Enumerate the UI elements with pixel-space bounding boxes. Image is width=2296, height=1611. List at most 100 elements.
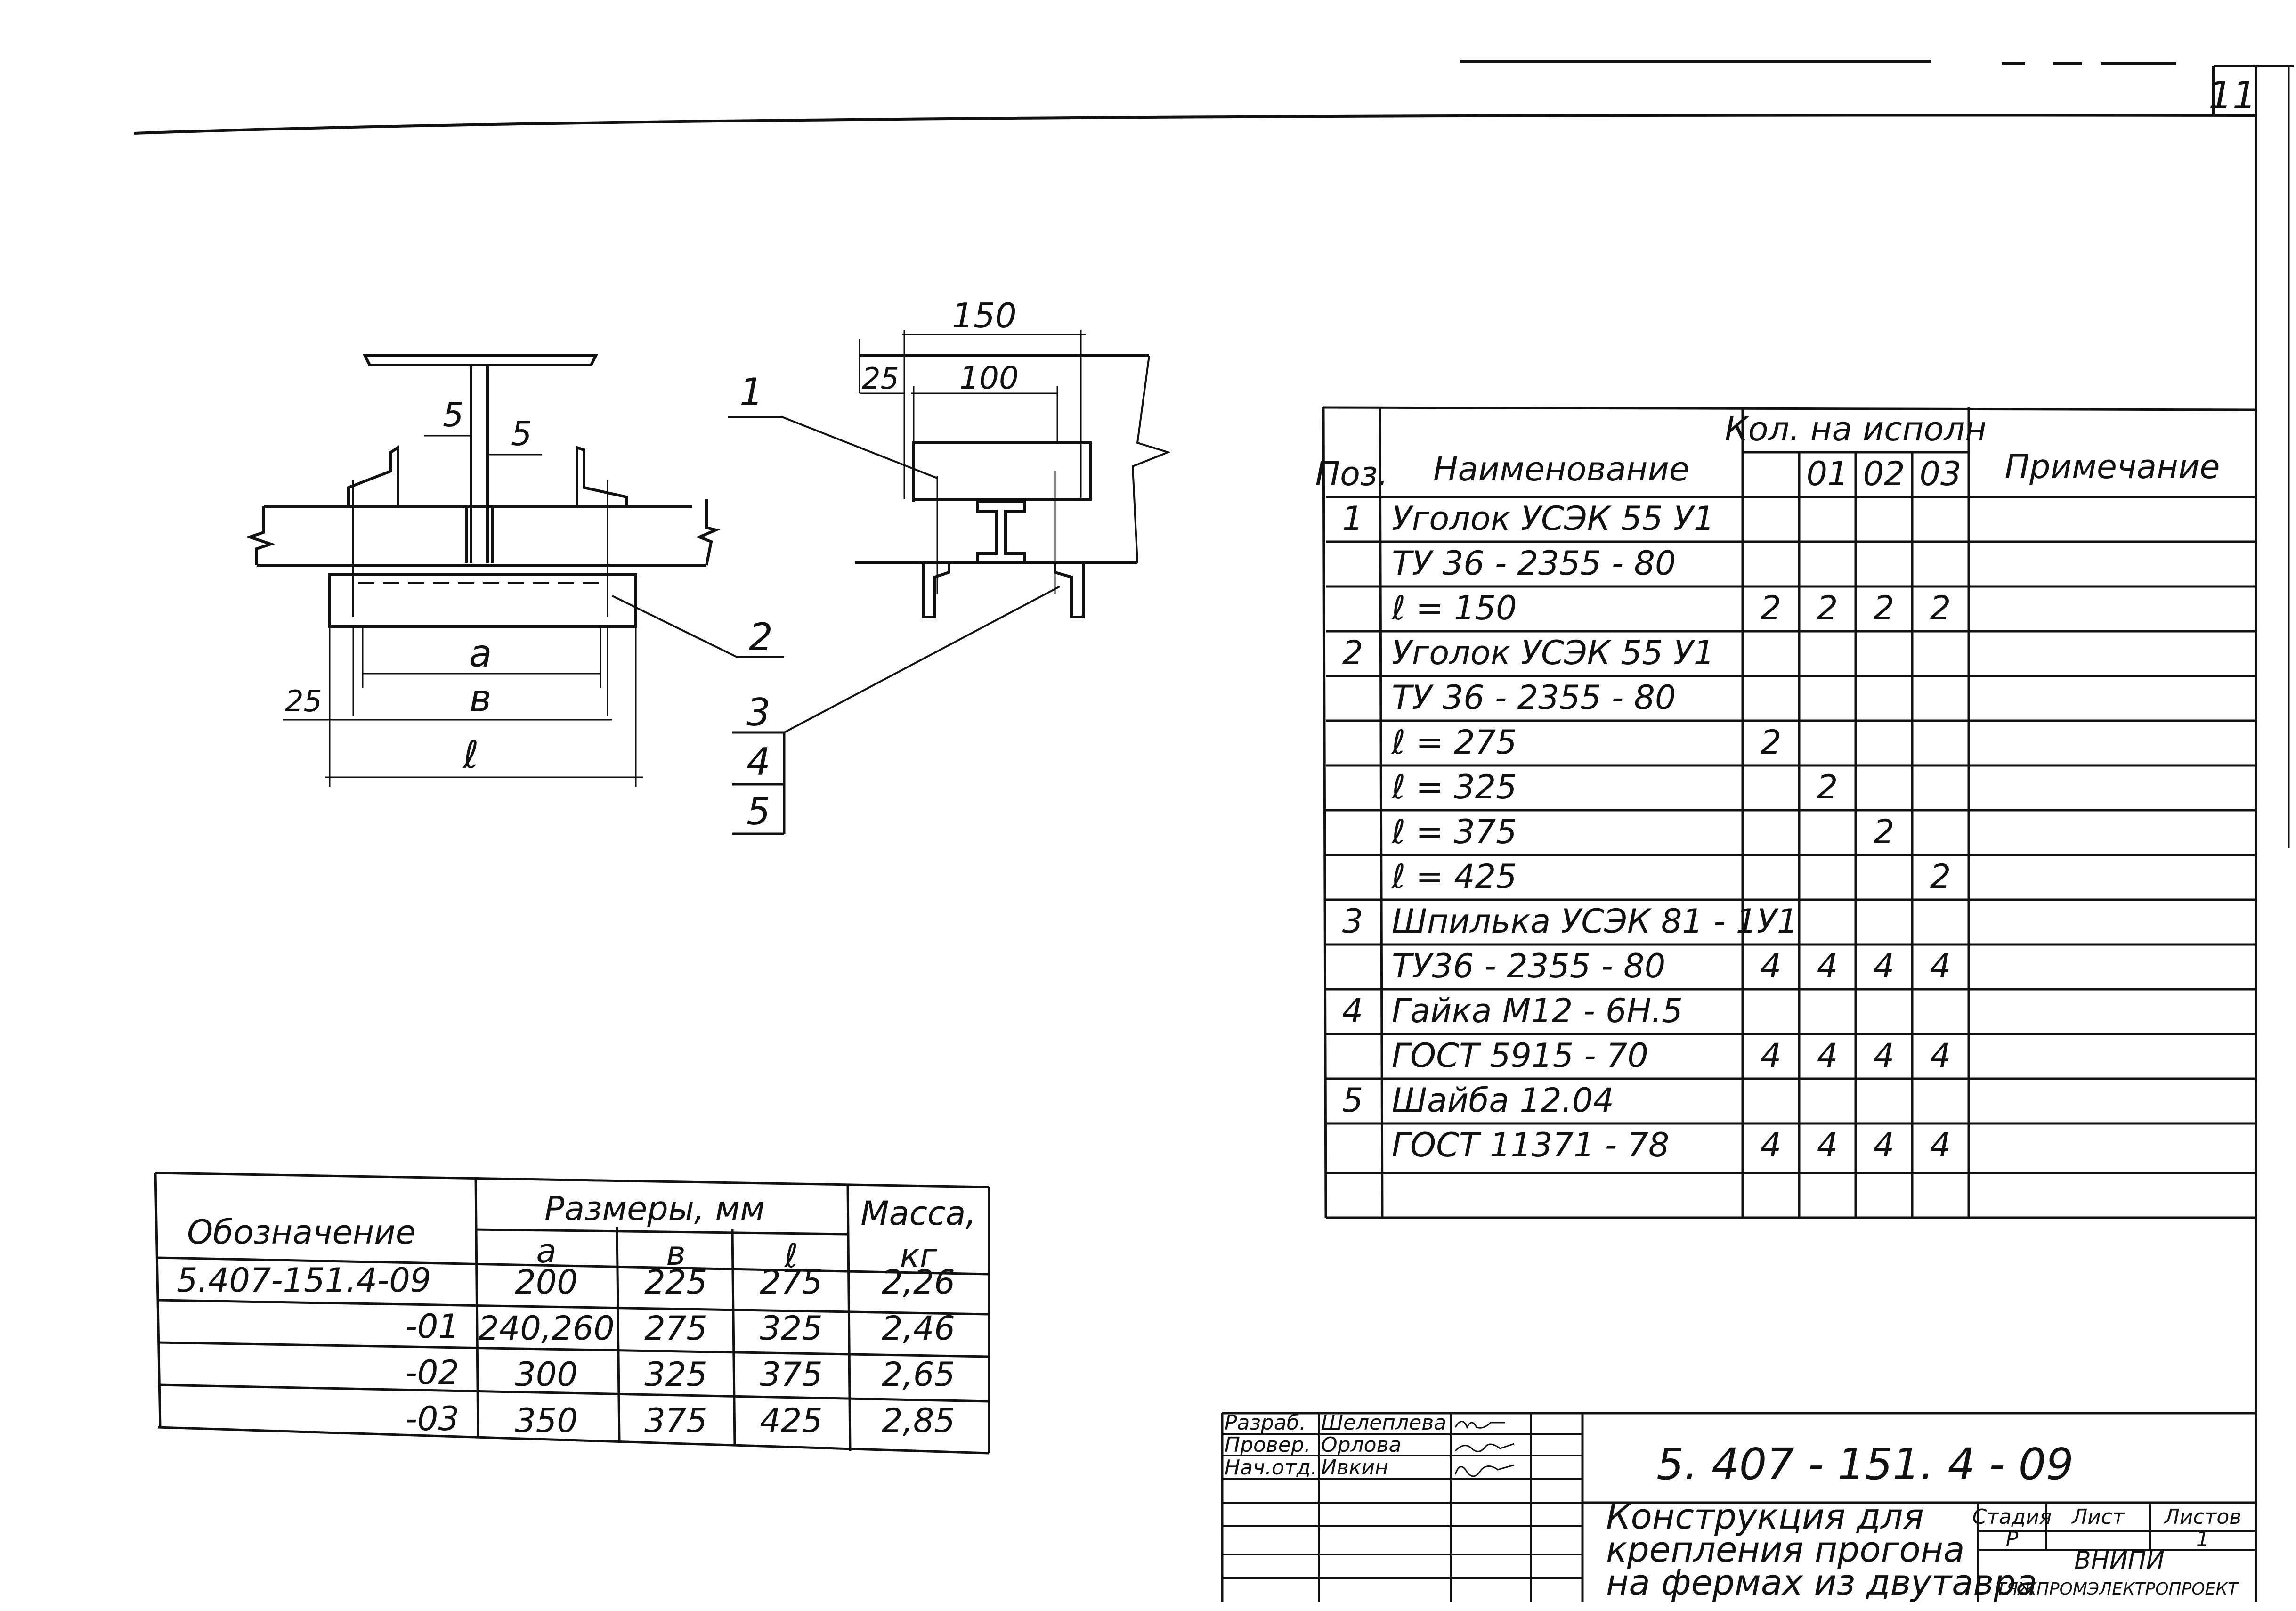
spec-header-name: Наименование [1433,450,1689,488]
dim-row-designation: -03 [406,1399,459,1438]
callout-3: 3 [746,691,771,734]
page-number: 11 [2208,73,2256,117]
spec-row-qty: 4 [1930,947,1951,985]
spec-header-qty-group: Кол. на исполн [1725,410,1987,448]
spec-row-name: ℓ = 275 [1391,723,1517,762]
spec-header-note: Примечание [2004,448,2220,486]
spec-row-name: Шпилька УСЭК 81 - 1У1 [1392,902,1798,941]
spec-row-qty: 4 [1930,1126,1951,1164]
spec-row-name: ТУ36 - 2355 - 80 [1392,947,1665,985]
sheets-value: 1 [2196,1527,2209,1551]
dim-header-designation: Обозначение [187,1213,416,1252]
spec-row-qty: 4 [1761,947,1782,985]
dim-25-left: 25 [285,684,322,718]
spec-row-name: Гайка М12 - 6Н.5 [1392,992,1683,1030]
stage-value: Р [2006,1527,2019,1551]
dim-header-sizes-group: Размеры, мм [544,1189,765,1228]
spec-row-qty: 4 [1930,1036,1951,1075]
spec-table: Поз. Наименование Кол. на исполн Примеча… [1315,410,2220,1164]
sheet-label: Лист [2071,1505,2125,1529]
signature-1 [1454,1443,1515,1452]
spec-row-qty: 4 [1761,1036,1782,1075]
spec-table-grid [1322,406,2256,1219]
spec-row-qty: 2 [1930,589,1951,627]
spec-row-qty: 2 [1874,813,1895,851]
dim-table-grid [154,1172,990,1455]
sheet-frame [134,60,2294,1602]
spec-row-pos: 3 [1342,902,1363,941]
signature-2 [1454,1464,1515,1477]
stage-label: Стадия [1972,1505,2052,1529]
spec-row-qty: 4 [1761,1126,1782,1164]
drawing-2-section [728,330,1171,618]
dim-row-a: 200 [515,1263,578,1302]
spec-row-name: ГОСТ 5915 - 70 [1392,1036,1648,1075]
spec-header-variant-1: 01 [1806,455,1848,493]
title-line-2: крепления прогона [1606,1530,1964,1570]
dim-100: 100 [959,360,1019,396]
spec-row-name: ГОСТ 11371 - 78 [1392,1126,1670,1164]
sheets-label: Листов [2163,1505,2241,1529]
spec-row-name: Уголок УСЭК 55 У1 [1392,499,1714,538]
callout-2: 2 [749,615,773,659]
spec-row-name: ℓ = 150 [1391,589,1517,627]
dim-row-designation: -02 [406,1353,459,1392]
callout-5: 5 [746,789,771,833]
dim-row-mass: 2,85 [882,1401,955,1440]
spec-row-name: ТУ 36 - 2355 - 80 [1392,678,1676,717]
dim-row-b: 275 [644,1309,707,1348]
dim-25-right: 25 [862,361,899,396]
callout-stack [732,586,1060,835]
spec-row-qty: 4 [1817,1036,1838,1075]
organization-short: ВНИПИ [2074,1546,2165,1575]
spec-row-qty: 4 [1874,1036,1895,1075]
title-line-1: Конструкция для [1606,1497,1924,1537]
spec-header-variant-2: 02 [1863,455,1905,493]
dim-5-left: 5 [443,396,464,434]
drawing-1-section [245,354,784,787]
dim-row-a: 350 [515,1401,578,1440]
spec-row-qty: 4 [1874,1126,1895,1164]
spec-row-qty: 2 [1761,589,1782,627]
signature-0 [1454,1421,1505,1429]
dim-row-b: 375 [644,1401,707,1440]
role-name-1: Орлова [1321,1433,1402,1457]
dim-l-label: ℓ [462,733,479,777]
dim-row-b: 225 [644,1263,707,1302]
dim-row-l: 275 [760,1263,823,1302]
dim-header-a: а [536,1232,557,1270]
spec-row-pos: 4 [1342,992,1363,1030]
spec-row-qty: 2 [1761,723,1782,762]
spec-header-pos: Поз. [1315,455,1388,493]
role-name-0: Шелеплева [1321,1411,1446,1435]
spec-row-qty: 2 [1874,589,1895,627]
spec-row-qty: 2 [1817,768,1838,806]
callout-1: 1 [739,370,763,414]
dim-row-l: 425 [760,1401,823,1440]
spec-row-qty: 4 [1817,1126,1838,1164]
spec-row-pos: 1 [1342,499,1363,538]
dim-header-l: ℓ [784,1237,798,1275]
spec-row-name: ℓ = 375 [1391,813,1517,851]
dim-row-designation: 5.407-151.4-09 [177,1261,431,1300]
dim-row-l: 375 [760,1355,823,1394]
title-block: Разраб. Шелеплева Провер. Орлова Нач.отд… [1225,1411,2241,1603]
role-name-2: Ивкин [1321,1456,1388,1480]
spec-row-qty: 4 [1874,947,1895,985]
title-block-grid [1221,1412,2257,1602]
spec-row-name: ℓ = 325 [1391,768,1517,806]
dim-a-label: a [469,632,492,675]
dim-row-a: 240,260 [478,1309,614,1348]
dim-5-right: 5 [511,415,532,453]
role-label-0: Разраб. [1225,1411,1306,1435]
role-label-1: Провер. [1225,1433,1311,1457]
callout-4: 4 [746,740,771,784]
role-label-2: Нач.отд. [1225,1456,1317,1480]
spec-row-qty: 4 [1817,947,1838,985]
spec-row-pos: 5 [1342,1081,1363,1120]
dim-row-l: 325 [760,1309,823,1348]
document-designation: 5. 407 - 151. 4 - 09 [1656,1439,2074,1489]
spec-row-name: Шайба 12.04 [1392,1081,1614,1120]
